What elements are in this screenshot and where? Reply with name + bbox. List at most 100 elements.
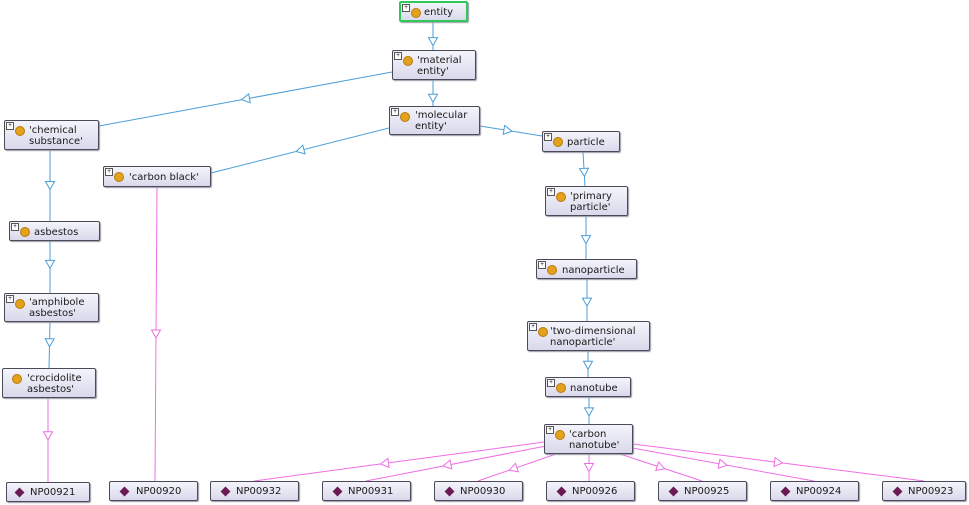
expand-icon[interactable]: +	[6, 122, 14, 130]
node-particle[interactable]: + particle	[542, 131, 620, 152]
class-icon	[12, 374, 22, 384]
expand-icon[interactable]: +	[11, 223, 19, 231]
node-label: nanotube	[570, 383, 618, 394]
individual-diamond-icon	[14, 487, 25, 498]
class-icon	[114, 172, 124, 182]
node-label: 'material entity'	[417, 55, 462, 77]
individual-diamond-icon	[332, 486, 343, 497]
expand-icon[interactable]: +	[6, 295, 14, 303]
individual-label: NP00921	[30, 487, 76, 498]
expand-icon[interactable]: +	[546, 426, 554, 434]
edge-material-molecular	[427, 80, 439, 106]
arrowhead-icon	[44, 338, 56, 348]
edge-primary-nanoparticle	[580, 216, 592, 259]
edge-cnt-np00923	[632, 443, 925, 482]
expand-icon[interactable]: +	[544, 133, 552, 141]
individual-np00923[interactable]: NP00923	[882, 481, 966, 501]
node-label: 'crocidolite asbestos'	[27, 373, 82, 395]
individual-diamond-icon	[444, 486, 455, 497]
expand-icon[interactable]: +	[402, 4, 410, 12]
individual-diamond-icon	[892, 486, 903, 497]
individual-np00925[interactable]: NP00925	[658, 481, 747, 501]
individual-np00931[interactable]: NP00931	[322, 481, 411, 501]
node-two-dimensional-nanoparticle[interactable]: + 'two-dimensional nanoparticle'	[527, 321, 650, 351]
edge-line	[253, 441, 545, 482]
individual-np00921[interactable]: NP00921	[6, 482, 90, 502]
edge-particle-primary	[578, 151, 590, 187]
arrowhead-icon	[42, 431, 54, 441]
individual-np00932[interactable]: NP00932	[210, 481, 299, 501]
node-crocidolite-asbestos[interactable]: 'crocidolite asbestos'	[2, 368, 96, 398]
node-label: 'carbon black'	[129, 172, 199, 183]
individual-np00924[interactable]: NP00924	[770, 481, 859, 501]
edge-asbestos-amphibole	[44, 241, 56, 293]
individual-diamond-icon	[119, 486, 130, 497]
edge-nanoparticle-twodim	[581, 279, 593, 321]
arrowhead-icon	[427, 93, 439, 104]
node-label: 'molecular entity'	[415, 110, 468, 132]
arrowhead-icon	[442, 459, 453, 470]
node-nanotube[interactable]: + nanotube	[545, 377, 631, 397]
class-icon	[556, 192, 566, 202]
node-label: nanoparticle	[562, 265, 625, 276]
class-icon	[411, 8, 421, 18]
node-label: 'carbon nanotube'	[569, 429, 620, 451]
individual-diamond-icon	[556, 486, 567, 497]
node-carbon-nanotube[interactable]: + 'carbon nanotube'	[544, 424, 633, 454]
arrowhead-icon	[717, 458, 728, 469]
individual-label: NP00926	[572, 486, 618, 497]
individual-np00930[interactable]: NP00930	[434, 481, 523, 501]
node-nanoparticle[interactable]: + nanoparticle	[536, 259, 637, 279]
class-icon	[555, 430, 565, 440]
expand-icon[interactable]: +	[547, 379, 555, 387]
expand-icon[interactable]: +	[391, 108, 399, 116]
individual-np00920[interactable]: NP00920	[109, 481, 198, 501]
node-molecular-entity[interactable]: + 'molecular entity'	[389, 106, 480, 135]
individual-diamond-icon	[220, 486, 231, 497]
node-material-entity[interactable]: + 'material entity'	[392, 50, 476, 80]
individual-np00926[interactable]: NP00926	[546, 481, 635, 501]
individual-label: NP00923	[908, 486, 954, 497]
arrowhead-icon	[427, 37, 439, 47]
edge-nanotube-carbonnanotube	[583, 397, 595, 424]
arrowhead-icon	[655, 461, 666, 472]
node-primary-particle[interactable]: + 'primary particle'	[545, 186, 628, 216]
class-icon	[20, 227, 30, 237]
class-icon	[547, 265, 557, 275]
expand-icon[interactable]: +	[538, 261, 546, 269]
expand-icon[interactable]: +	[105, 168, 113, 176]
edge-chemical-asbestos	[44, 150, 56, 221]
edge-material-chemical	[98, 71, 393, 127]
node-chemical-substance[interactable]: + 'chemical substance'	[4, 120, 99, 150]
class-icon	[403, 56, 413, 66]
edge-carbonblack-np00920	[150, 186, 162, 482]
edge-molecular-carbonblack	[210, 127, 390, 174]
expand-icon[interactable]: +	[547, 188, 555, 196]
class-icon	[553, 137, 563, 147]
node-label: asbestos	[34, 227, 79, 238]
individual-label: NP00930	[460, 486, 506, 497]
node-asbestos[interactable]: + asbestos	[9, 221, 100, 241]
arrowhead-icon	[508, 462, 520, 473]
expand-icon[interactable]: +	[394, 52, 402, 60]
arrowhead-icon	[582, 360, 594, 371]
class-icon	[400, 112, 410, 122]
arrowhead-icon	[502, 124, 513, 136]
edge-amphibole-crocidolite	[44, 321, 56, 369]
node-amphibole-asbestos[interactable]: + 'amphibole asbestos'	[4, 293, 99, 322]
node-entity[interactable]: + entity	[399, 1, 468, 22]
class-icon	[15, 299, 25, 309]
node-carbon-black[interactable]: + 'carbon black'	[103, 166, 211, 187]
class-icon	[15, 126, 25, 136]
edge-molecular-particle	[479, 124, 543, 137]
arrowhead-icon	[379, 457, 390, 469]
edge-cnt-np00931	[365, 445, 547, 482]
node-label: 'primary particle'	[570, 191, 612, 213]
edge-twodim-nanotube	[582, 351, 594, 377]
node-label: 'amphibole asbestos'	[29, 297, 85, 319]
individual-diamond-icon	[668, 486, 679, 497]
expand-icon[interactable]: +	[529, 323, 537, 331]
individual-diamond-icon	[780, 486, 791, 497]
class-icon	[556, 383, 566, 393]
